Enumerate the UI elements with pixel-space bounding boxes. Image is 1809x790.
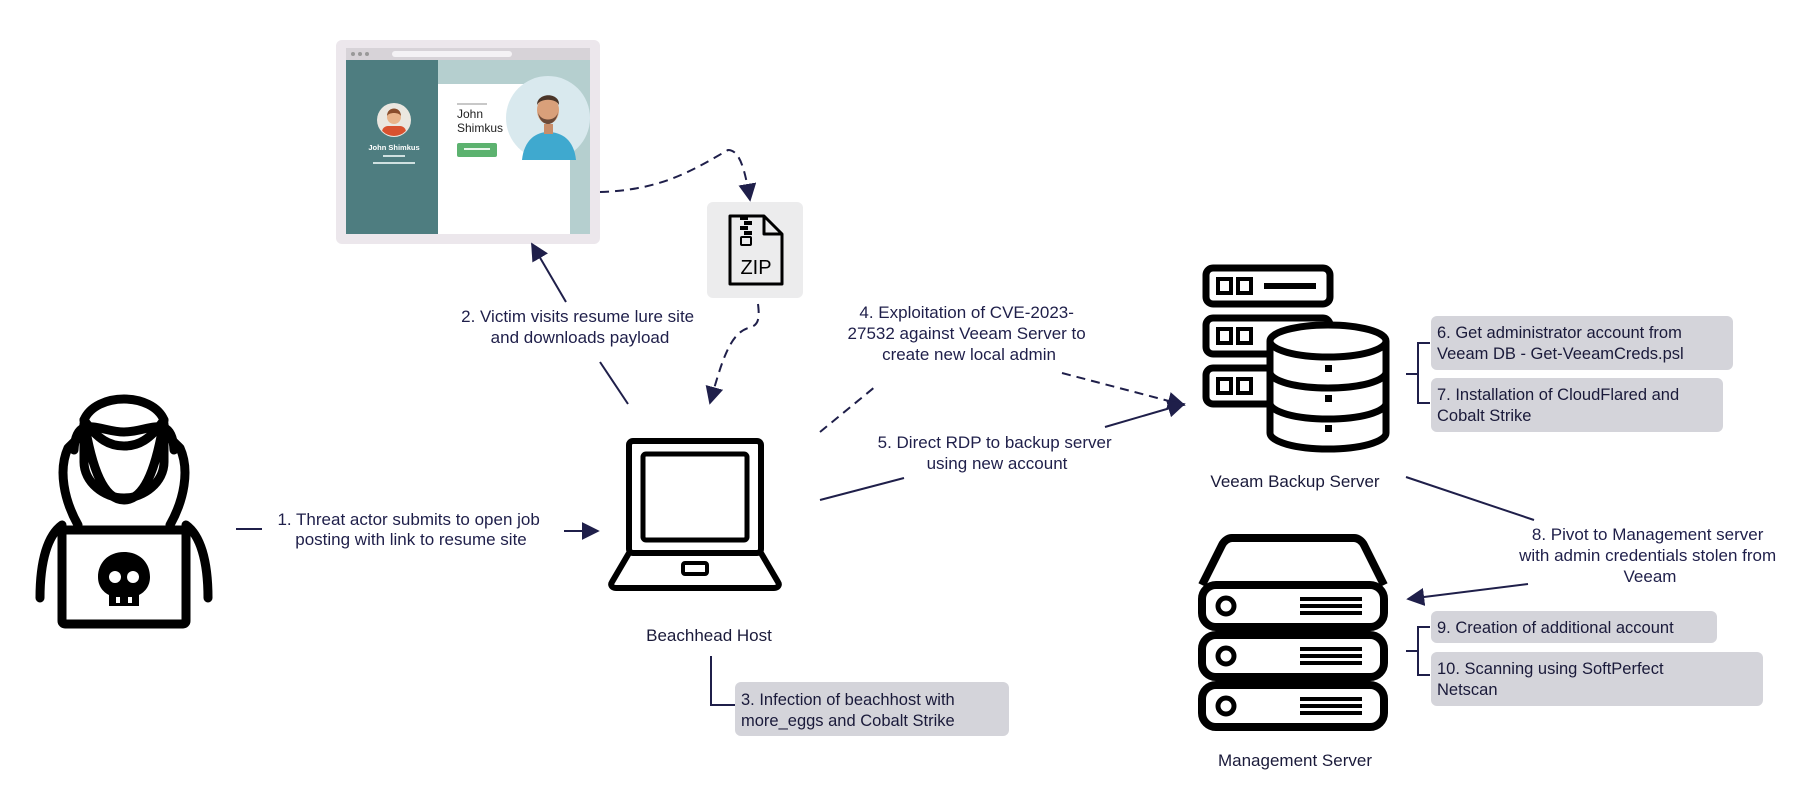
zip-file-icon: ZIP — [707, 202, 803, 298]
edge-step2-lower — [599, 361, 629, 405]
step5-label: 5. Direct RDP to backup server using new… — [878, 433, 1117, 473]
step1-label: 1. Threat actor submits to open job post… — [277, 510, 544, 549]
edge-step4-lower — [819, 385, 877, 433]
edge-zip-to-host — [705, 303, 760, 405]
edge-site-to-zip — [599, 148, 757, 202]
bracket-step-3 — [710, 656, 735, 706]
edge-step5-arrow — [1104, 399, 1186, 428]
edge-step8-upper — [1405, 476, 1535, 521]
step3-box — [735, 682, 1009, 736]
edge-step8-arrow — [1406, 583, 1529, 606]
step7-label: 7. Installation of CloudFlared and Cobal… — [1437, 386, 1684, 425]
step9-label: 9. Creation of additional account — [1437, 619, 1674, 637]
step6-box — [1431, 316, 1733, 370]
bracket-steps-6-7 — [1406, 342, 1430, 404]
step6-label: 6. Get administrator account from Veeam … — [1437, 324, 1686, 363]
step9-box — [1431, 611, 1717, 643]
step10-box — [1431, 652, 1763, 706]
laptop-icon — [608, 438, 782, 591]
bracket-steps-9-10 — [1406, 626, 1430, 676]
server-database-icon — [1202, 264, 1390, 453]
hacker-laptop-icon — [35, 394, 213, 629]
edge-step4-arrow — [1061, 372, 1186, 410]
edge-step2-arrow — [531, 242, 567, 303]
lure-name-left: John Shimkus — [368, 143, 419, 152]
step3-label: 3. Infection of beachhost with more_eggs… — [741, 691, 959, 730]
veeam-backup-server-label: Veeam Backup Server — [1210, 472, 1379, 491]
server-rack-icon — [1198, 534, 1388, 731]
management-server-label: Management Server — [1218, 751, 1372, 770]
lure-name-right-2: Shimkus — [457, 121, 503, 135]
beachhead-host-label: Beachhead Host — [646, 626, 772, 645]
edge-step5-lower — [819, 477, 905, 501]
zip-label: ZIP — [740, 257, 771, 279]
step4-label: 4. Exploitation of CVE-2023- 27532 again… — [848, 303, 1091, 364]
step10-label: 10. Scanning using SoftPerfect Netscan — [1437, 660, 1668, 699]
step7-box — [1431, 378, 1723, 432]
edges — [236, 148, 1535, 706]
step2-label: 2. Victim visits resume lure site and do… — [461, 307, 699, 347]
lure-name-right-1: John — [457, 107, 483, 121]
resume-lure-site-screenshot: John Shimkus John Shimkus — [336, 40, 600, 244]
step8-label: 8. Pivot to Management server with admin… — [1518, 525, 1781, 586]
